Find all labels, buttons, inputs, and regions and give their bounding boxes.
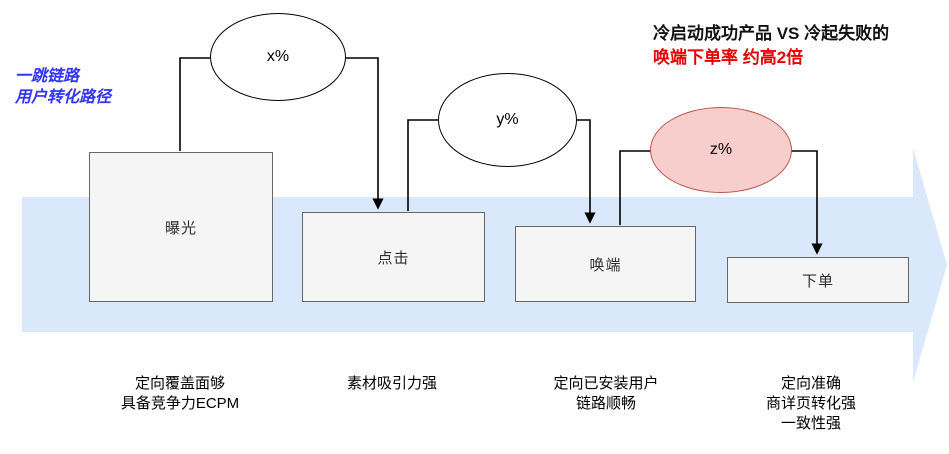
stage-note-exposure: 定向覆盖面够 具备竞争力ECPM — [120, 375, 240, 412]
headline: 冷启动成功产品 VS 冷起失败的 唤端下单率 约高2倍 — [653, 22, 889, 70]
stage-box-exposure: 曝光 — [89, 152, 273, 302]
path-type-label: 一跳链路 用户转化路径 — [15, 68, 112, 106]
stage-box-click: 点击 — [302, 212, 485, 302]
stage-label-app-invoke: 唤端 — [589, 256, 622, 274]
rate-ellipse-z-highlighted: z% — [650, 107, 792, 193]
connector-rate-z-to-order — [791, 150, 823, 255]
connector-click-to-rate-y — [407, 119, 438, 211]
stage-label-exposure: 曝光 — [164, 219, 197, 237]
stage-box-app-invoke: 唤端 — [515, 226, 696, 302]
rate-label-y: y% — [496, 111, 519, 128]
rate-label-z: z% — [709, 141, 733, 158]
connector-rate-y-to-invoke — [577, 119, 596, 224]
stage-label-order: 下单 — [801, 272, 834, 290]
rate-label-x: x% — [266, 48, 290, 65]
stage-note-order: 定向准确 商详页转化强 一致性强 — [765, 375, 856, 432]
connector-rate-x-to-click — [346, 57, 384, 210]
rate-ellipse-x: x% — [210, 13, 346, 101]
stage-note-click: 素材吸引力强 — [346, 375, 437, 392]
stage-note-app-invoke: 定向已安装用户 链路顺畅 — [553, 375, 659, 412]
rate-ellipse-y: y% — [438, 73, 577, 167]
stage-box-order: 下单 — [727, 257, 909, 303]
headline-highlight-text: 唤端下单率 约高2倍 — [653, 48, 804, 67]
connector-exposure-to-rate-x — [179, 57, 210, 151]
headline-comparison-text: 冷启动成功产品 VS 冷起失败的 — [653, 24, 890, 43]
stage-label-click: 点击 — [377, 249, 410, 267]
connector-invoke-to-rate-z — [619, 150, 651, 225]
